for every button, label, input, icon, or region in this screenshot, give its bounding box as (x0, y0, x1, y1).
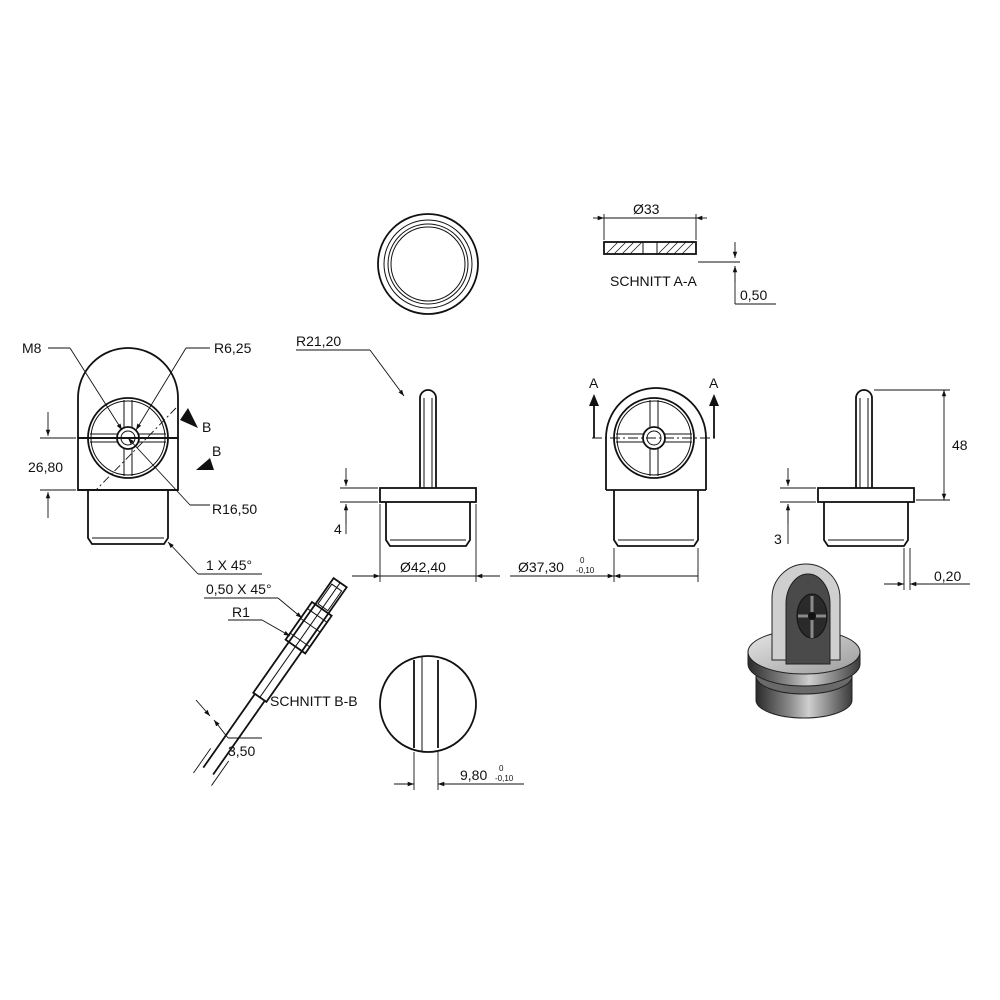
section-b-label: SCHNITT B-B (270, 693, 358, 709)
dim-dia-37-30: Ø37,30 (518, 559, 564, 575)
top-view-ring (377, 213, 479, 315)
dim-radius-21-20: R21,20 (296, 333, 341, 349)
side-view-right: 48 3 0,20 (774, 389, 970, 590)
dim-chamfer-1x45: 1 X 45° (206, 557, 252, 573)
front-view-right: A A Ø37,30 0 -0,10 (510, 375, 719, 582)
section-a-label: SCHNITT A-A (610, 273, 698, 289)
tol-9-80-lower: -0,10 (495, 774, 514, 783)
section-b-b: 0,50 X 45° R1 SCHNITT B-B 3,50 (193, 576, 358, 786)
front-view-left: B B M8 R6,25 R16,50 26,80 1 X 45° (22, 340, 262, 575)
dim-0-20: 0,20 (934, 568, 961, 584)
cut-a-right: A (709, 375, 719, 391)
tol-9-80-upper: 0 (499, 764, 504, 773)
dim-radius-1: R1 (232, 604, 250, 620)
dim-width-9-80: 9,80 (460, 767, 487, 783)
section-a-a: Ø33 SCHNITT A-A 0,50 (593, 201, 776, 305)
bottom-view: 9,80 0 -0,10 (379, 655, 524, 790)
dim-3-50: 3,50 (228, 743, 255, 759)
dim-height-4: 4 (334, 521, 342, 537)
dim-height-3: 3 (774, 531, 782, 547)
cut-a-left: A (589, 375, 599, 391)
dim-dia-42-40: Ø42,40 (400, 559, 446, 575)
side-view-middle: R21,20 4 Ø42,40 (296, 333, 500, 582)
dim-thread-m8: M8 (22, 340, 42, 356)
dim-radius-16-50: R16,50 (212, 501, 257, 517)
tol-37-30-upper: 0 (580, 556, 585, 565)
dim-height-26-80: 26,80 (28, 459, 63, 475)
dim-dia-33: Ø33 (633, 201, 660, 217)
tol-37-30-lower: -0,10 (576, 566, 595, 575)
cut-b-upper: B (202, 419, 211, 435)
cut-b-lower: B (212, 443, 221, 459)
isometric-view (747, 563, 861, 719)
dim-chamfer-0-50x45: 0,50 X 45° (206, 581, 272, 597)
dim-radius-6-25: R6,25 (214, 340, 252, 356)
dim-height-48: 48 (952, 437, 968, 453)
dim-0-50: 0,50 (740, 287, 767, 303)
